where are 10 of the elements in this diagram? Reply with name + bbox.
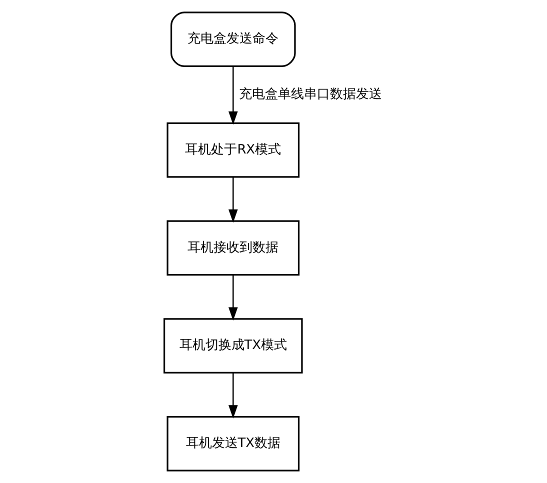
- node-box: 耳机发送TX数据: [166, 416, 300, 472]
- arrow: [228, 275, 238, 321]
- node-box: 耳机切换成TX模式: [163, 318, 302, 374]
- node-box: 充电盒发送命令: [170, 12, 296, 67]
- arrow: [228, 177, 238, 223]
- arrow: [228, 66, 238, 125]
- arrow: [228, 373, 238, 418]
- node-box: 耳机处于RX模式: [166, 122, 300, 178]
- node-box: 耳机接收到数据: [166, 220, 300, 276]
- edge-label: 充电盒单线串口数据发送: [238, 87, 382, 102]
